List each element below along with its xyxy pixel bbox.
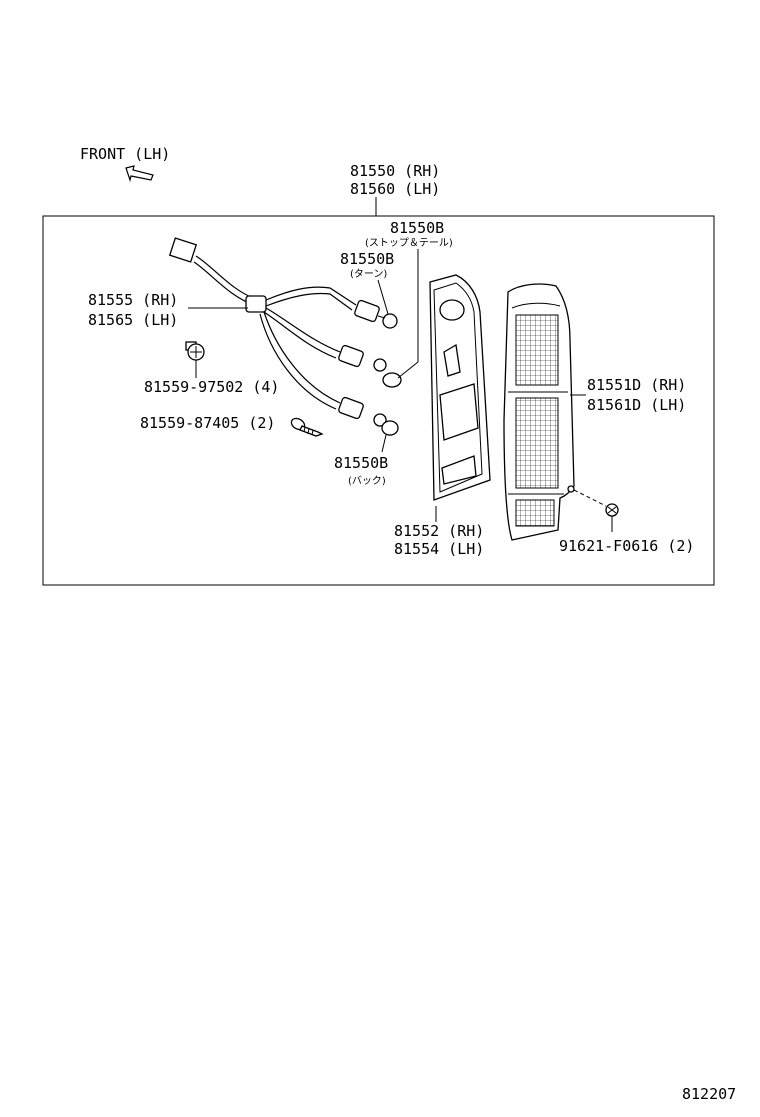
assembly-frame <box>42 215 715 586</box>
bulb-turn-leader <box>377 279 389 315</box>
bulb-turn-note: (ターン) <box>350 268 387 280</box>
socket-lower <box>338 396 387 427</box>
diagram-number: 812207 <box>682 1085 736 1103</box>
stop-tail-bulb <box>382 372 402 388</box>
lamp-housing-gasket <box>429 274 491 501</box>
socket-middle <box>338 344 387 372</box>
front-arrow-icon <box>125 165 154 183</box>
wire-harness <box>168 237 357 410</box>
lamp-lens <box>503 283 575 541</box>
bulb-turn-label: 81550B <box>340 250 394 268</box>
bulb-back-note: (バック) <box>348 475 386 487</box>
bulb-stop-note: (ストップ＆テール) <box>365 237 453 249</box>
nut-label: 91621-F0616 (2) <box>559 537 694 555</box>
assembly-lh-label: 81560 (LH) <box>350 180 440 198</box>
gasket-lh-label: 81554 (LH) <box>394 540 484 558</box>
screw-label: 81559-87405 (2) <box>140 414 275 432</box>
lens-mount-stud <box>567 485 575 493</box>
bulb-back-leader <box>381 434 387 453</box>
clip-label: 81559-97502 (4) <box>144 378 279 396</box>
front-label: FRONT (LH) <box>80 145 170 163</box>
assembly-rh-label: 81550 (RH) <box>350 162 440 180</box>
bulb-stop-label: 81550B <box>390 219 444 237</box>
back-bulb <box>381 420 399 436</box>
screw-part <box>290 417 324 437</box>
socket-upper <box>354 299 398 329</box>
socket-wire-lh-label: 81565 (LH) <box>88 311 178 329</box>
gasket-rh-label: 81552 (RH) <box>394 522 484 540</box>
bulb-back-label: 81550B <box>334 454 388 472</box>
clip-part <box>185 341 205 361</box>
socket-wire-rh-label: 81555 (RH) <box>88 291 178 309</box>
lens-rh-label: 81551D (RH) <box>587 376 686 394</box>
nut-dashed-line <box>573 489 607 507</box>
lens-lh-label: 81561D (LH) <box>587 396 686 414</box>
